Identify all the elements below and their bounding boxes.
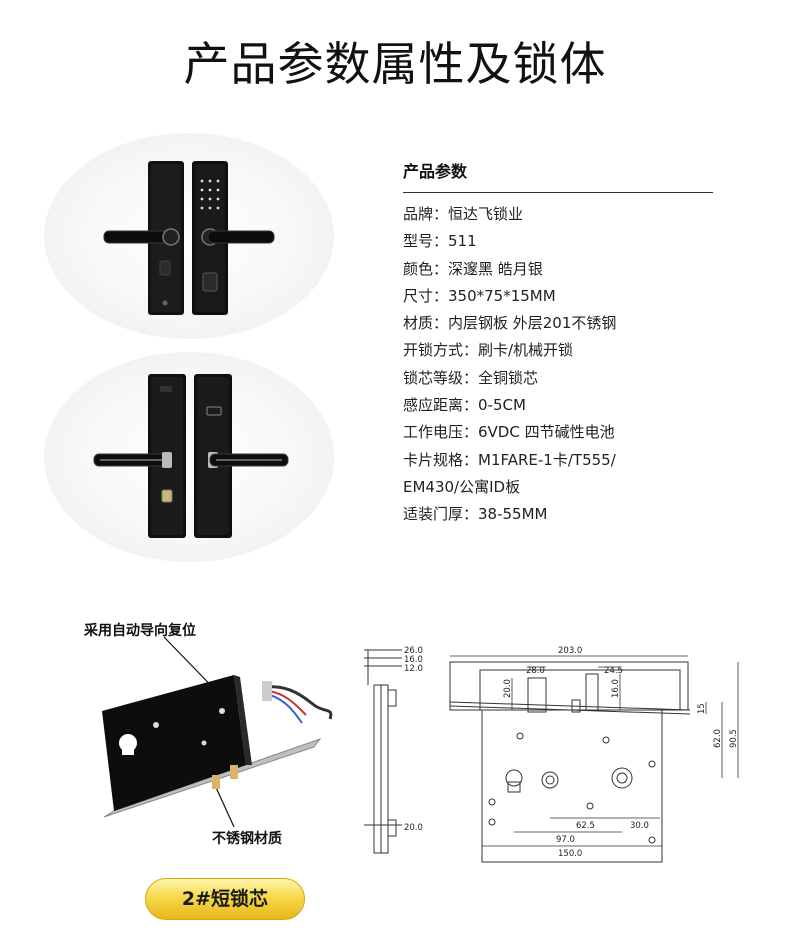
dim-24-5: 24.5 — [604, 666, 623, 676]
product-photo-back — [44, 352, 334, 562]
dim-26: 26.0 — [404, 646, 423, 656]
dim-20-bottom: 20.0 — [404, 823, 423, 833]
spec-header: 产品参数 — [403, 158, 713, 193]
spec-material: 材质：内层钢板 外层201不锈钢 — [403, 314, 617, 333]
spec-card-type: 卡片规格：M1FARE-1卡/T555/ — [403, 450, 616, 469]
lock-back-illustration — [93, 374, 289, 538]
dim-30: 30.0 — [630, 821, 649, 831]
spec-size: 尺寸：350*75*15MM — [403, 286, 556, 305]
dim-12: 12.0 — [404, 664, 423, 674]
dim-97: 97.0 — [556, 835, 575, 845]
spec-card-type-cont: EM430/公寓ID板 — [403, 477, 521, 496]
spec-color: 颜色：深邃黑 皓月银 — [403, 259, 543, 278]
spec-cylinder-grade: 锁芯等级：全铜锁芯 — [403, 368, 539, 387]
spec-model: 型号：511 — [403, 232, 477, 251]
cylinder-badge: 2#短锁芯 — [145, 878, 305, 920]
dimension-drawing: 26.0 16.0 12.0 20.0 — [364, 646, 739, 863]
spec-unlock-method: 开锁方式：刷卡/机械开锁 — [403, 341, 574, 360]
spec-sensing-distance: 感应距离：0-5CM — [403, 396, 526, 415]
dim-28: 28.0 — [526, 666, 545, 676]
page-title: 产品参数属性及锁体 — [183, 37, 607, 91]
dim-15: 15 — [697, 703, 707, 714]
spec-brand: 品牌：恒达飞锁业 — [403, 205, 524, 223]
technical-drawing: 26.0 16.0 12.0 20.0 — [350, 640, 770, 865]
spec-list: 产品参数 品牌：恒达飞锁业 型号：511 颜色：深邃黑 皓月银 尺寸：350*7… — [403, 158, 713, 529]
dim-203: 203.0 — [558, 646, 582, 656]
spec-door-thickness: 适装门厚：38-55MM — [403, 505, 548, 524]
product-photo-front — [44, 133, 334, 339]
lock-front-illustration — [103, 161, 275, 315]
spec-voltage: 工作电压：6VDC 四节碱性电池 — [403, 423, 615, 442]
dim-90-5: 90.5 — [729, 729, 739, 748]
dim-62-5: 62.5 — [576, 821, 595, 831]
dim-62: 62.0 — [713, 729, 723, 748]
mortise-lock-photo — [84, 615, 344, 855]
callout-stainless: 不锈钢材质 — [212, 831, 282, 847]
dim-20-vertical: 20.0 — [503, 679, 513, 698]
mortise-lock-illustration — [102, 636, 333, 828]
callout-auto-return: 采用自动导向复位 — [84, 623, 196, 639]
dim-150: 150.0 — [558, 849, 582, 859]
dim-16: 16.0 — [404, 655, 423, 665]
dim-16-vertical: 16.0 — [611, 679, 621, 698]
cylinder-badge-label: 2#短锁芯 — [181, 888, 269, 910]
